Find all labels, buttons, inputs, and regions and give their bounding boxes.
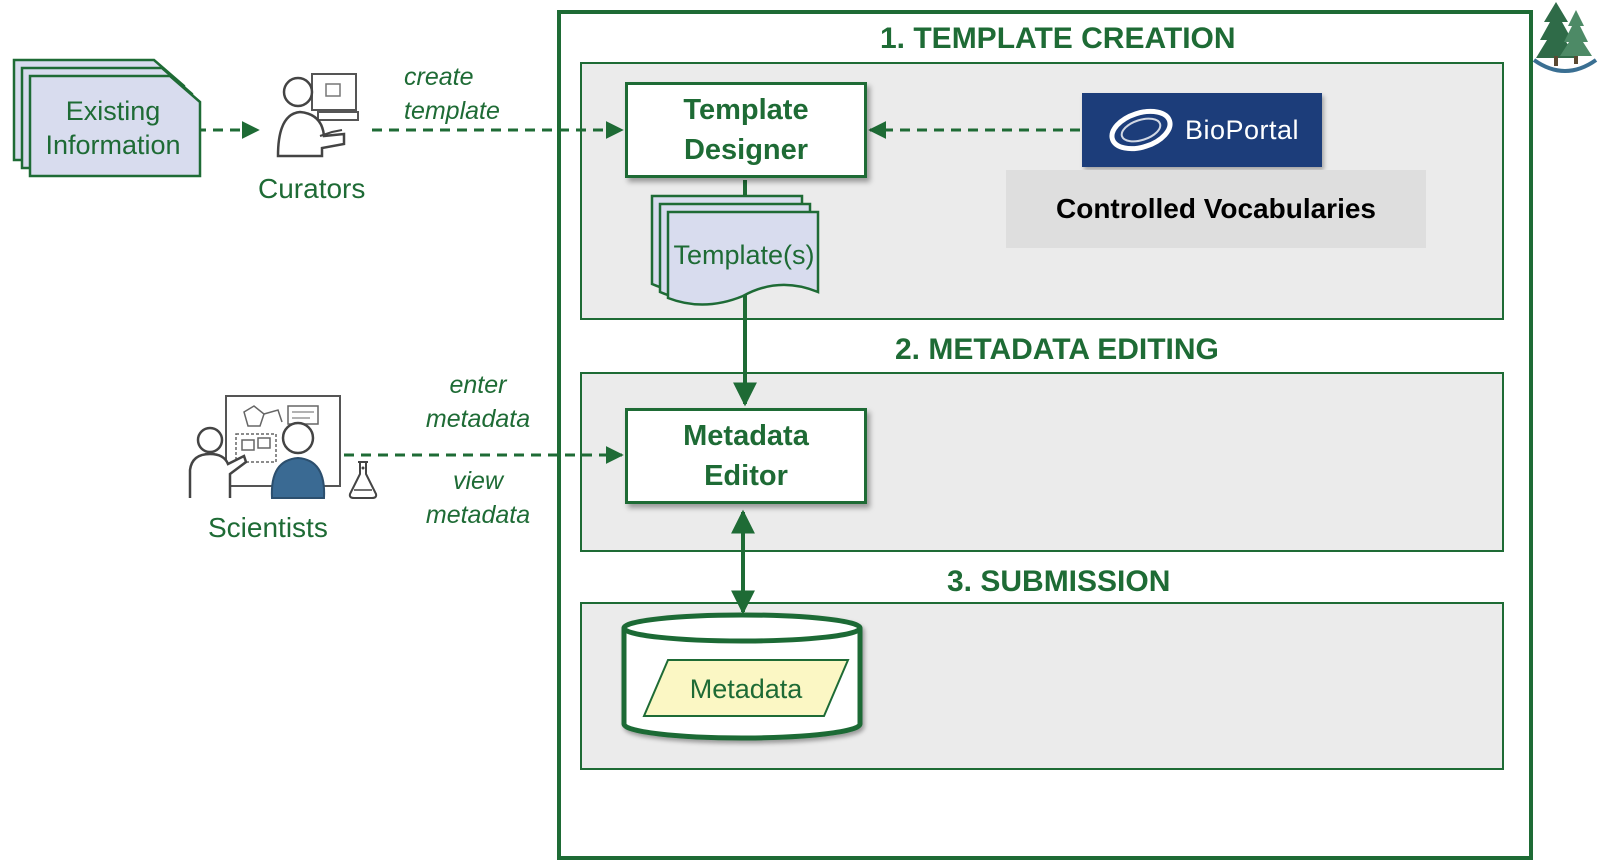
curators-label: Curators (258, 173, 366, 204)
existing-information-doc-icon (12, 58, 202, 178)
create-template-label: create template (404, 63, 500, 125)
scientists-label: Scientists (208, 512, 328, 543)
flask-icon (348, 461, 378, 499)
scientists-at-board-icon (188, 395, 341, 499)
tree-logo-icon (1532, 2, 1598, 73)
existing-information-label: Existing Information (45, 96, 181, 160)
templates-doc-icon (650, 194, 820, 306)
enter-metadata-label: enter metadata (425, 371, 531, 433)
metadata-editor-box: Metadata Editor (625, 408, 867, 504)
metadata-database-icon (621, 612, 863, 741)
metadata-editor-label: Metadata Editor (683, 420, 809, 492)
templates-label: Template(s) (673, 240, 815, 270)
template-designer-box: Template Designer (625, 82, 867, 178)
template-designer-label: Template Designer (683, 94, 809, 166)
bioportal-ring-icon (1109, 108, 1173, 152)
controlled-vocabularies-box: Controlled Vocabularies (1006, 170, 1426, 248)
controlled-vocabularies-label: Controlled Vocabularies (1056, 193, 1376, 224)
view-metadata-label: view metadata (425, 467, 531, 529)
bioportal-logo: BioPortal (1082, 93, 1322, 167)
metadata-label: Metadata (689, 674, 803, 704)
section-title-template-creation: 1. TEMPLATE CREATION (880, 22, 1236, 55)
section-title-metadata-editing: 2. METADATA EDITING (895, 333, 1219, 366)
bioportal-label: BioPortal (1184, 114, 1300, 145)
curator-at-computer-icon (276, 73, 359, 158)
section-title-submission: 3. SUBMISSION (947, 565, 1171, 598)
